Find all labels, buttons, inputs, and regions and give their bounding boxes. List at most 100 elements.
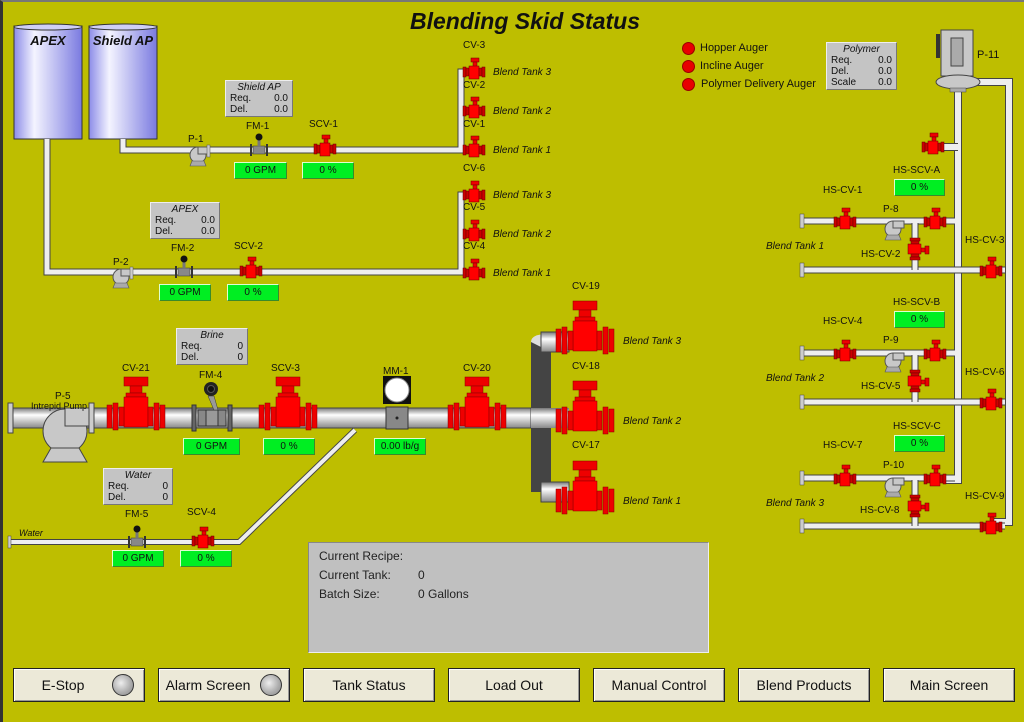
current-tank-value: 0 bbox=[418, 568, 425, 582]
valve-hs-cv-6[interactable] bbox=[979, 388, 1003, 411]
valve-scv1[interactable] bbox=[313, 134, 337, 157]
mass-meter-mm1[interactable] bbox=[383, 376, 411, 430]
tank-apex[interactable] bbox=[13, 23, 83, 140]
label-scv4: SCV-4 bbox=[187, 507, 216, 518]
scale-value: 0.0 bbox=[878, 77, 892, 88]
label-p10: P-10 bbox=[883, 460, 905, 471]
readout-scv2: 0 % bbox=[227, 284, 279, 301]
lamp-polymer-delivery-auger bbox=[682, 78, 695, 91]
piping-diagram bbox=[7, 23, 1013, 549]
pump-p5[interactable] bbox=[42, 402, 95, 463]
infobox-title: Polymer bbox=[843, 44, 880, 55]
valve-hs-cv-1[interactable] bbox=[833, 207, 857, 230]
valve-hs-scv-a[interactable] bbox=[923, 207, 947, 230]
valve-scv2[interactable] bbox=[239, 256, 263, 279]
pump-p8[interactable] bbox=[884, 220, 905, 241]
dest-hs-bt1: Blend Tank 1 bbox=[766, 241, 825, 252]
valve-p11-discharge[interactable] bbox=[921, 132, 945, 155]
pump-p1[interactable] bbox=[189, 144, 211, 167]
valve-cv5[interactable] bbox=[462, 219, 486, 242]
valve-hs-cv-3[interactable] bbox=[979, 256, 1003, 279]
pump-p2[interactable] bbox=[112, 266, 134, 289]
dest-cv4: Blend Tank 1 bbox=[493, 268, 552, 279]
valve-hs-scv-b[interactable] bbox=[923, 339, 947, 362]
readout-scv3: 0 % bbox=[263, 438, 315, 455]
label-p5: P-5 bbox=[55, 391, 71, 402]
req-label: Req. bbox=[155, 215, 177, 226]
valve-hs-cv-8[interactable] bbox=[907, 494, 930, 518]
label-scv3: SCV-3 bbox=[271, 363, 300, 374]
valve-cv18[interactable] bbox=[555, 380, 615, 435]
infobox-title: APEX bbox=[171, 204, 199, 215]
valve-cv6[interactable] bbox=[462, 180, 486, 203]
readout-hs-scv-b: 0 % bbox=[894, 311, 945, 328]
valve-hs-cv-4[interactable] bbox=[833, 339, 857, 362]
infobox-title: Brine bbox=[200, 330, 224, 341]
req-value: 0.0 bbox=[201, 215, 215, 226]
infobox-title: Water bbox=[124, 470, 152, 481]
pump-p10[interactable] bbox=[884, 477, 905, 498]
dest-cv19: Blend Tank 3 bbox=[623, 336, 682, 347]
scale-label: Scale bbox=[831, 77, 857, 88]
manual-control-label: Manual Control bbox=[611, 677, 707, 693]
del-label: Del. bbox=[831, 66, 849, 77]
readout-mm1: 0.00 lb/g bbox=[374, 438, 426, 455]
dest-cv3: Blend Tank 3 bbox=[493, 67, 552, 78]
req-label: Req. bbox=[181, 341, 203, 352]
valve-hs-cv-9[interactable] bbox=[979, 512, 1003, 535]
valve-cv4[interactable] bbox=[462, 258, 486, 281]
main-screen-button[interactable]: Main Screen bbox=[883, 668, 1015, 702]
tank-apex-label: APEX bbox=[30, 33, 66, 48]
del-label: Del. bbox=[155, 226, 173, 237]
pump-p9[interactable] bbox=[884, 352, 905, 373]
flowmeter-fm4[interactable] bbox=[191, 382, 233, 432]
label-hs-cv-9: HS-CV-9 bbox=[965, 491, 1005, 502]
valve-cv3[interactable] bbox=[462, 57, 486, 80]
e-stop-button[interactable]: E-Stop bbox=[13, 668, 145, 702]
valve-cv1[interactable] bbox=[462, 135, 486, 158]
valve-cv17[interactable] bbox=[555, 460, 615, 515]
label-incline-auger: Incline Auger bbox=[700, 60, 764, 72]
valve-cv19[interactable] bbox=[555, 300, 615, 355]
readout-fm1: 0 GPM bbox=[234, 162, 287, 179]
alarm-screen-button[interactable]: Alarm Screen bbox=[158, 668, 290, 702]
valve-cv21[interactable] bbox=[106, 376, 166, 431]
valve-scv3[interactable] bbox=[258, 376, 318, 431]
label-scv2: SCV-2 bbox=[234, 241, 263, 252]
readout-hs-scv-c: 0 % bbox=[894, 435, 945, 452]
pump-p11[interactable] bbox=[935, 29, 981, 93]
dest-cv18: Blend Tank 2 bbox=[623, 416, 682, 427]
label-cv3: CV-3 bbox=[463, 40, 486, 51]
del-value: 0 bbox=[162, 492, 168, 503]
valve-scv4[interactable] bbox=[191, 526, 215, 549]
dest-cv1: Blend Tank 1 bbox=[493, 145, 552, 156]
valve-hs-cv-5[interactable] bbox=[907, 369, 930, 393]
blend-products-button[interactable]: Blend Products bbox=[738, 668, 870, 702]
readout-fm2: 0 GPM bbox=[159, 284, 211, 301]
label-water-line: Water bbox=[19, 528, 43, 538]
e-stop-label: E-Stop bbox=[41, 677, 85, 693]
label-p9: P-9 bbox=[883, 335, 899, 346]
tank-shield-ap[interactable] bbox=[88, 23, 158, 140]
label-mm1: MM-1 bbox=[383, 366, 409, 377]
readout-fm4: 0 GPM bbox=[183, 438, 240, 455]
tank-status-button[interactable]: Tank Status bbox=[303, 668, 435, 702]
readout-fm5: 0 GPM bbox=[112, 550, 164, 567]
valve-hs-scv-c[interactable] bbox=[923, 464, 947, 487]
manual-control-button[interactable]: Manual Control bbox=[593, 668, 725, 702]
del-value: 0.0 bbox=[274, 104, 288, 115]
batch-size-value: 0 Gallons bbox=[418, 587, 469, 601]
valve-cv2[interactable] bbox=[462, 96, 486, 119]
readout-scv4: 0 % bbox=[180, 550, 232, 567]
req-label: Req. bbox=[108, 481, 130, 492]
label-fm1: FM-1 bbox=[246, 121, 270, 132]
blend-products-label: Blend Products bbox=[756, 677, 852, 693]
valve-hs-cv-2[interactable] bbox=[907, 237, 930, 261]
infobox-shield-ap: Shield AP Req.0.0 Del.0.0 bbox=[225, 80, 293, 117]
valve-hs-cv-7[interactable] bbox=[833, 464, 857, 487]
load-out-button[interactable]: Load Out bbox=[448, 668, 580, 702]
del-value: 0.0 bbox=[878, 66, 892, 77]
valve-cv20[interactable] bbox=[447, 376, 507, 431]
dest-hs-bt3: Blend Tank 3 bbox=[766, 498, 825, 509]
